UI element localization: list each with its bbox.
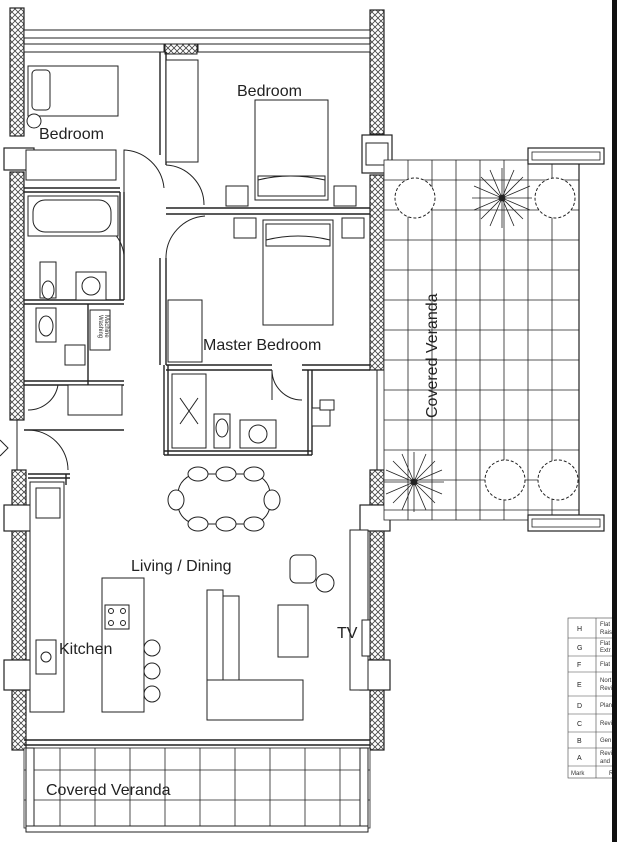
- revision-desc: Revi: [600, 721, 612, 727]
- room-label-master-bedroom: Master Bedroom: [203, 337, 321, 354]
- palm-plant-icon: [472, 168, 532, 228]
- room-label-tv: TV: [337, 625, 358, 642]
- washing-machine-label: Washing: [97, 315, 103, 338]
- bedroom-left-furniture: [25, 65, 123, 416]
- revision-header-mark: Mark: [571, 771, 585, 777]
- washing-machine-label-2: Machine: [103, 315, 109, 338]
- revision-desc: Flat: [600, 641, 610, 647]
- revision-desc: and: [600, 759, 610, 765]
- room-label-covered-veranda-right: Covered Veranda: [424, 293, 441, 418]
- revision-desc: Flat: [600, 662, 610, 668]
- revision-desc: Flat: [600, 622, 610, 628]
- revision-mark: F: [577, 662, 581, 669]
- palm-plant-icon: [384, 452, 444, 512]
- revision-desc: Extr: [600, 648, 611, 654]
- veranda-bottom: [23, 747, 371, 833]
- revision-header-desc: R: [609, 771, 614, 777]
- room-label-bedroom-left: Bedroom: [39, 126, 104, 143]
- room-label-covered-veranda-bottom: Covered Veranda: [46, 782, 171, 799]
- scan-border: [612, 0, 617, 842]
- revision-desc: Nort: [600, 678, 612, 684]
- revision-mark: E: [577, 682, 582, 689]
- revision-desc: Gen: [600, 738, 611, 744]
- revision-desc: Revi: [600, 686, 612, 692]
- master-bedroom-furniture: [167, 217, 365, 449]
- revision-mark: D: [577, 703, 582, 710]
- revision-desc: Rais: [600, 630, 612, 636]
- room-label-kitchen: Kitchen: [59, 641, 112, 658]
- living-furniture: [29, 466, 371, 721]
- revision-desc: Revi: [600, 751, 612, 757]
- revision-table: [567, 617, 617, 779]
- revision-desc: Plan: [600, 703, 612, 709]
- revision-mark: G: [577, 645, 582, 652]
- revision-mark: H: [577, 626, 582, 633]
- revision-rows: H Flat Rais G Flat Extr F Flat E Nort Re…: [571, 622, 614, 777]
- room-label-living-dining: Living / Dining: [131, 558, 232, 575]
- bedroom-top-furniture: [165, 59, 357, 207]
- revision-mark: C: [577, 721, 582, 728]
- revision-mark: B: [577, 738, 582, 745]
- room-label-bedroom-top: Bedroom: [237, 83, 302, 100]
- veranda-right: [383, 147, 605, 532]
- revision-mark: A: [577, 755, 582, 762]
- doors: [0, 149, 303, 471]
